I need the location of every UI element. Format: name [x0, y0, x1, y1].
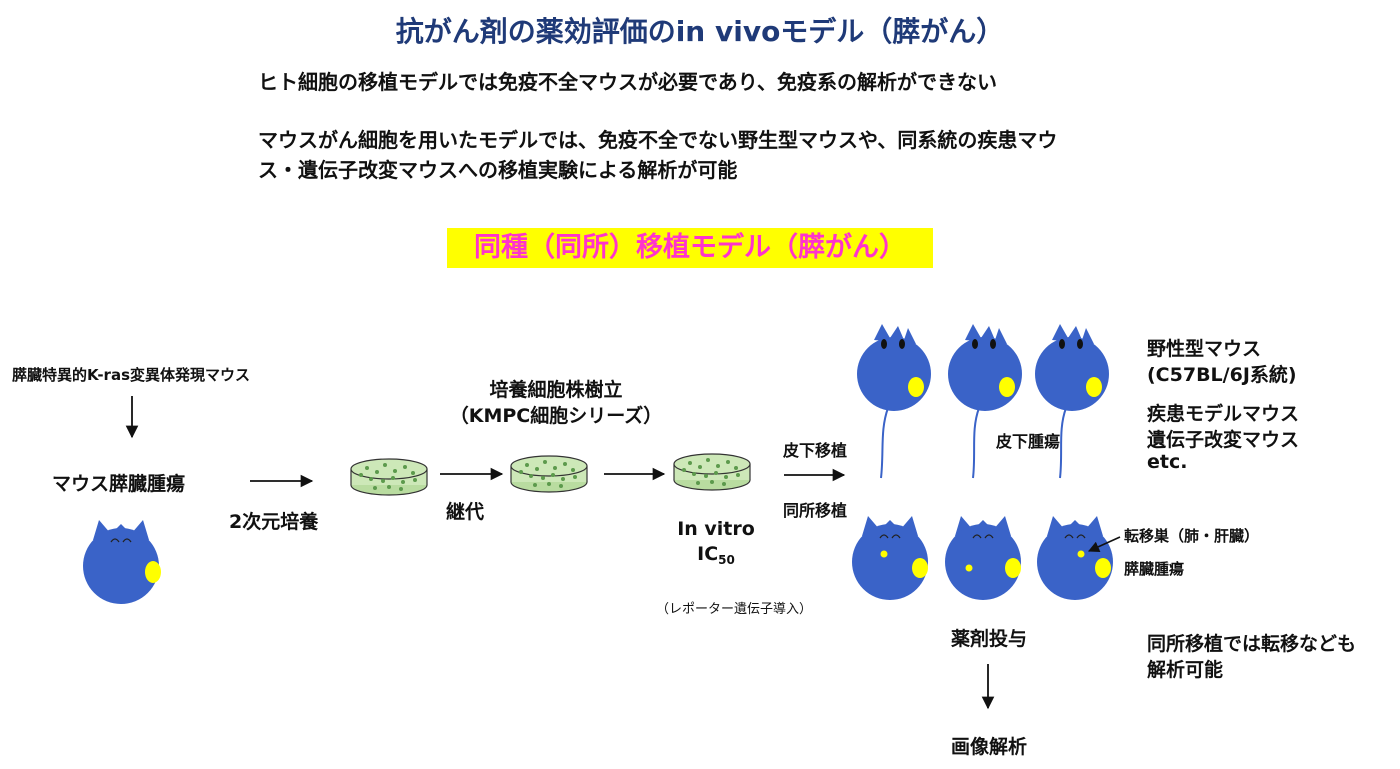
orthotopic-mouse-1 — [851, 515, 929, 601]
subcutaneous-tumor-label: 皮下腫瘍 — [996, 432, 1061, 451]
cell-line-label-2: （KMPC細胞シリーズ） — [449, 405, 663, 427]
tumor-mouse-icon — [82, 519, 161, 605]
culture-dish-2 — [510, 455, 588, 493]
orthotopic-mouse-2 — [944, 515, 1022, 601]
passage-label: 継代 — [446, 501, 485, 523]
subcutaneous-mouse-3 — [1035, 324, 1109, 479]
metastasis-label: 転移巣（肺・肝臓） — [1124, 527, 1260, 545]
subcutaneous-label: 皮下移植 — [783, 441, 848, 460]
arrow-metastasis — [1087, 536, 1121, 552]
ic50-subscript: 50 — [718, 553, 735, 567]
pancreatic-tumor-label: 膵臓腫瘍 — [1124, 560, 1185, 578]
intro-line-3: ス・遺伝子改変マウスへの移植実験による解析が可能 — [258, 158, 738, 182]
note-line-1: 同所移植では転移なども — [1147, 633, 1357, 655]
wild-type-label-2: (C57BL/6J系統) — [1147, 364, 1297, 386]
orthotopic-mouse-3 — [1036, 515, 1114, 601]
page-title: 抗がん剤の薬効評価のin vivoモデル（膵がん） — [395, 15, 1005, 48]
disease-label-2: 遺伝子改変マウス — [1147, 429, 1300, 451]
cell-line-label-1: 培養細胞株樹立 — [489, 379, 623, 401]
model-banner: 同種（同所）移植モデル（膵がん） — [447, 228, 933, 268]
invitro-label: In vitro — [677, 518, 755, 540]
note-line-2: 解析可能 — [1147, 659, 1224, 681]
intro-line-1: ヒト細胞の移植モデルでは免疫不全マウスが必要であり、免疫系の解析ができない — [258, 70, 997, 94]
culture-dish-3 — [673, 453, 751, 491]
imaging-label: 画像解析 — [951, 736, 1028, 758]
drug-label: 薬剤投与 — [951, 628, 1028, 650]
tumor-label: マウス膵臓腫瘍 — [52, 473, 186, 495]
disease-label-1: 疾患モデルマウス — [1147, 403, 1300, 425]
subcutaneous-mouse-2 — [948, 324, 1022, 479]
subcutaneous-mouse-1 — [857, 324, 931, 479]
culture-2d-label: 2次元培養 — [229, 511, 319, 533]
ic50-label: IC50 — [668, 543, 764, 567]
reporter-label: （レポーター遺伝子導入） — [656, 602, 813, 617]
disease-label-3: etc. — [1147, 451, 1188, 473]
intro-line-2: マウスがん細胞を用いたモデルでは、免疫不全でない野生型マウスや、同系統の疾患マウ — [258, 128, 1058, 152]
model-banner-text: 同種（同所）移植モデル（膵がん） — [474, 232, 906, 263]
source-mouse-label: 膵臓特異的K-ras変異体発現マウス — [12, 366, 250, 384]
wild-type-label-1: 野性型マウス — [1147, 338, 1262, 360]
orthotopic-label: 同所移植 — [783, 501, 848, 520]
ic50-main: IC — [697, 543, 719, 565]
culture-dish-1 — [350, 458, 428, 496]
